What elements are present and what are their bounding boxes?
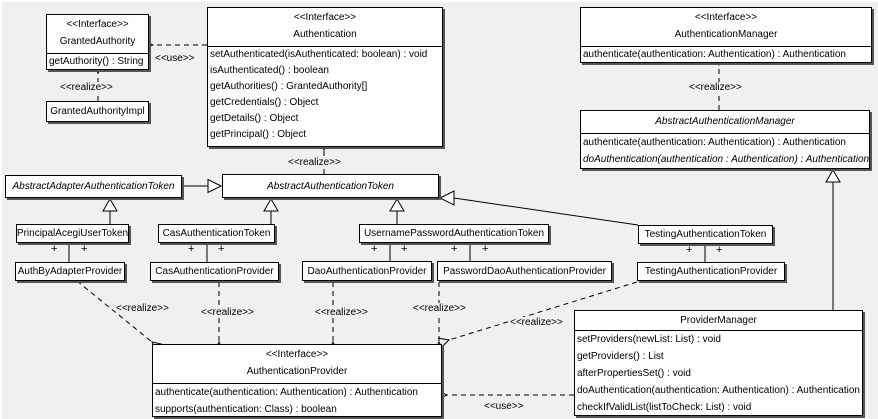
class-cas-authentication-provider: CasAuthenticationProvider	[150, 262, 279, 281]
method: setAuthenticated(isAuthenticated: boolea…	[210, 49, 428, 60]
class-cas-authentication-token: CasAuthenticationToken	[158, 224, 275, 243]
association-plus-label: +	[188, 243, 195, 255]
method: getProviders() : List	[577, 351, 664, 362]
realize-label: <<realize>>	[689, 82, 742, 93]
method-abstract: doAuthentication(authentication : Authen…	[583, 154, 870, 165]
class-name: AuthByAdapterProvider	[17, 266, 123, 277]
method: afterPropertiesSet() : void	[577, 368, 691, 379]
class-name: Authentication	[293, 29, 357, 40]
generalization-triangle	[389, 198, 405, 212]
class-name: TestingAuthenticationToken	[644, 229, 767, 240]
association-plus-label: +	[81, 243, 88, 255]
generalization-triangle	[263, 198, 279, 212]
class-name: CasAuthenticationProvider	[155, 266, 274, 277]
class-name: AbstractAdapterAuthenticationToken	[12, 181, 175, 192]
stereotype-label: <<Interface>>	[694, 12, 758, 23]
class-name: TestingAuthenticationProvider	[644, 266, 778, 277]
generalization-triangle	[207, 178, 223, 194]
method: getCredentials() : Object	[210, 97, 319, 108]
association-plus-label: +	[716, 244, 723, 256]
realize-label: <<realize>>	[413, 303, 466, 314]
class-abstract-authentication-manager: AbstractAuthenticationManager authentica…	[580, 110, 870, 169]
generalization-triangle	[438, 190, 455, 206]
method: doAuthentication(authentication: Authent…	[577, 385, 860, 396]
class-testing-authentication-token: TestingAuthenticationToken	[638, 225, 773, 244]
method: authenticate(authentication: Authenticat…	[155, 387, 418, 398]
realize-label: <<realize>>	[288, 157, 341, 168]
class-name: ProviderManager	[575, 311, 862, 331]
realize-label: <<realize>>	[510, 317, 563, 328]
class-dao-authentication-provider: DaoAuthenticationProvider	[302, 261, 432, 281]
class-password-dao-authentication-provider: PasswordDaoAuthenticationProvider	[437, 261, 612, 281]
method: getPrincipal() : Object	[210, 129, 307, 140]
method: supports(authentication: Class) : boolea…	[155, 404, 337, 415]
class-name: AuthenticationManager	[674, 29, 778, 40]
class-authentication: <<Interface>> Authentication setAuthenti…	[207, 7, 443, 147]
association-plus-label: +	[51, 243, 58, 255]
association-plus-label: +	[371, 243, 378, 255]
class-name: AuthenticationProvider	[246, 366, 348, 377]
association-plus-label: +	[482, 243, 489, 255]
stereotype-label: <<Interface>>	[293, 12, 357, 23]
class-auth-by-adapter-provider: AuthByAdapterProvider	[15, 262, 125, 281]
association-plus-label: +	[686, 244, 693, 256]
class-name: CasAuthenticationToken	[162, 228, 271, 239]
class-authentication-provider: <<Interface>> AuthenticationProvider aut…	[152, 344, 442, 417]
use-label: <<use>>	[155, 53, 195, 64]
class-header: <<Interface>> AuthenticationManager	[581, 8, 871, 47]
association-plus-label: +	[401, 243, 408, 255]
class-name: AbstractAuthenticationManager	[581, 111, 869, 134]
class-principal-acegi-user-token: PrincipalAcegiUserToken	[16, 224, 129, 243]
method: getAuthorities() : GrantedAuthority[]	[210, 81, 368, 92]
class-name: GrantedAuthority	[59, 36, 136, 47]
method: getAuthority() : String	[49, 56, 144, 67]
association-plus-label: +	[218, 243, 225, 255]
class-name: UsernamePasswordAuthenticationToken	[363, 228, 545, 239]
class-testing-authentication-provider: TestingAuthenticationProvider	[637, 262, 785, 281]
association-plus-label: +	[451, 243, 458, 255]
method: isAuthenticated() : boolean	[210, 65, 329, 76]
method: setProviders(newList: List) : void	[577, 334, 721, 345]
stereotype-label: <<Interface>>	[66, 19, 129, 30]
class-abstract-authentication-token: AbstractAuthenticationToken	[222, 174, 439, 198]
class-name: PasswordDaoAuthenticationProvider	[443, 265, 606, 277]
class-granted-authority-impl: GrantedAuthorityImpl	[46, 101, 149, 122]
class-granted-authority: <<Interface>> GrantedAuthority getAuthor…	[46, 14, 149, 70]
class-header: <<Interface>> GrantedAuthority	[47, 15, 148, 54]
class-username-password-authentication-token: UsernamePasswordAuthenticationToken	[359, 224, 549, 243]
class-name: AbstractAuthenticationToken	[267, 180, 394, 192]
generalization-edge-testingtoken	[453, 197, 639, 226]
generalization-triangle	[102, 198, 118, 212]
realize-label: <<realize>>	[60, 82, 113, 93]
class-header: <<Interface>> Authentication	[208, 8, 442, 47]
method: authenticate(authentication: Authenticat…	[583, 137, 846, 148]
class-authentication-manager: <<Interface>> AuthenticationManager auth…	[580, 7, 872, 63]
method: getDetails() : Object	[210, 113, 299, 124]
class-provider-manager: ProviderManager setProviders(newList: Li…	[574, 310, 863, 416]
use-label: <<use>>	[484, 401, 524, 412]
realize-label: <<realize>>	[201, 307, 254, 318]
realize-label: <<realize>>	[315, 307, 368, 318]
generalization-triangle	[825, 169, 841, 183]
class-abstract-adapter-authentication-token: AbstractAdapterAuthenticationToken	[5, 175, 182, 198]
class-name: GrantedAuthorityImpl	[50, 106, 145, 117]
class-name: PrincipalAcegiUserToken	[16, 228, 129, 239]
class-name: DaoAuthenticationProvider	[307, 265, 427, 277]
method: checkIfValidList(listToCheck: List) : vo…	[577, 402, 752, 413]
class-header: <<Interface>> AuthenticationProvider	[153, 345, 441, 384]
method: authenticate(authentication: Authenticat…	[583, 49, 846, 60]
realize-label: <<realize>>	[116, 303, 169, 314]
stereotype-label: <<Interface>>	[265, 349, 329, 360]
